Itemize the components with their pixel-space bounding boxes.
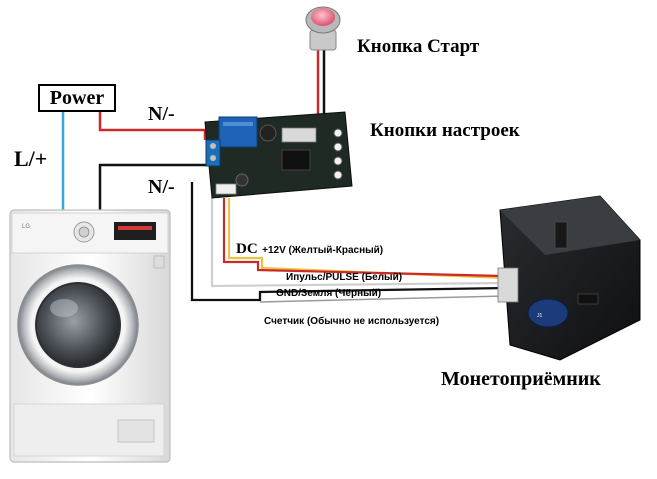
counter-wire [259, 295, 507, 303]
dc-prefix-label: DC [236, 241, 258, 257]
neutral-black-wire [98, 163, 215, 210]
neutral-top-label: N/- [148, 103, 175, 125]
power-red-wire [98, 112, 207, 140]
terminal-block-icon [205, 139, 221, 167]
svg-text:J1: J1 [537, 313, 543, 319]
live-label: L/+ [14, 146, 48, 171]
dc-red-wire [222, 198, 503, 278]
pulse-white-wire [210, 198, 506, 288]
start-button-device [305, 6, 341, 51]
coin-acceptor-device: J1 [497, 195, 641, 361]
coin-acceptor-connector-icon [497, 267, 519, 303]
neutral-bottom-label: N/- [148, 176, 175, 198]
counter-label: Счетчик (Обычно не используется) [264, 316, 440, 327]
pulse-label: Ипульс/PULSE (Белый) [286, 272, 403, 283]
dc-yellow-wire [227, 198, 506, 280]
dc-label-group: DC +12V (Желтый-Красный) [236, 240, 383, 258]
gnd-black-wire [190, 182, 507, 302]
pin-header-icon [281, 127, 317, 143]
power-box: Power [38, 84, 116, 112]
dc-12v-label: +12V (Желтый-Красный) [262, 245, 384, 256]
washing-machine: LG [9, 209, 171, 463]
gnd-label: GND/Земля (Чёрный) [276, 288, 382, 299]
capacitor-icon [259, 124, 277, 142]
coin-acceptor-label-icon [527, 298, 569, 328]
washer-display-icon [114, 222, 156, 240]
settings-buttons-label: Кнопки настроек [370, 120, 520, 141]
settings-buttons-icon [333, 128, 343, 180]
start-button-cap-icon [311, 8, 335, 26]
start-button-label: Кнопка Старт [357, 36, 480, 57]
power-label: Power [49, 86, 105, 109]
connector-icon [215, 183, 237, 195]
relay-icon [218, 116, 258, 148]
washer-brand-logo: LG [22, 224, 30, 230]
control-board [204, 111, 353, 199]
chip-icon [281, 149, 311, 171]
coin-acceptor-label: Монетоприёмник [441, 368, 601, 390]
